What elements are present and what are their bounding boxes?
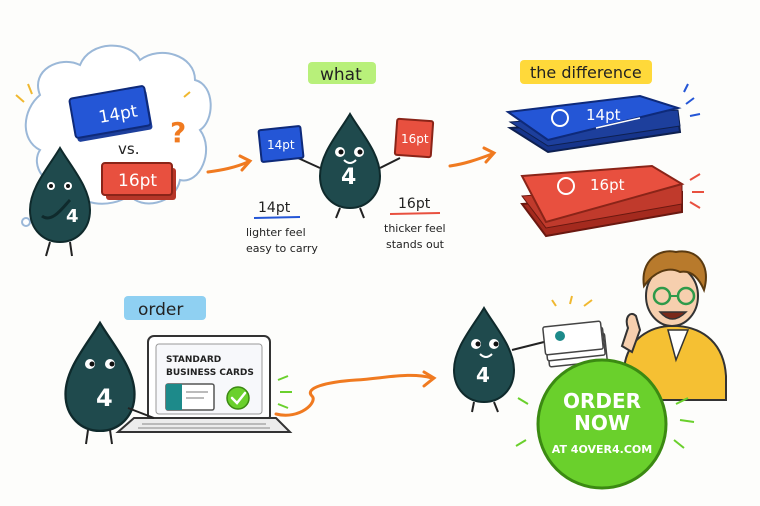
bubble-card-14pt [68, 85, 153, 142]
bubble-card-16pt-label: 16pt [118, 171, 157, 191]
mascot-giving-cards [453, 307, 545, 413]
what-right-line2: stands out [386, 238, 445, 251]
mascot-holding-number: 4 [341, 165, 356, 190]
screen-line-1: STANDARD [166, 355, 221, 365]
what-left-title: 14pt [258, 200, 291, 216]
mascot-thinking [29, 147, 91, 257]
blue-stack-label: 14pt [586, 106, 621, 124]
cta-line-1: ORDER [563, 389, 641, 413]
cta-line-3: AT 4OVER4.COM [552, 443, 652, 456]
order-now-button[interactable] [536, 358, 668, 490]
what-right-line1: thicker feel [384, 222, 446, 235]
arrow-1 [206, 160, 250, 174]
mascot-typing [64, 321, 155, 445]
what-card-14pt [257, 125, 305, 163]
mascot-thinking-number: 4 [66, 206, 79, 227]
what-left-underline [253, 216, 301, 219]
what-heading: what [320, 65, 362, 85]
mascot-giving-number: 4 [476, 363, 490, 387]
what-highlight [308, 62, 376, 84]
question-mark: ? [170, 116, 186, 149]
what-left-line2: easy to carry [246, 242, 318, 255]
arrow-squiggle [274, 373, 434, 417]
what-left-line1: lighter feel [246, 226, 306, 239]
laptop-sparks [277, 375, 292, 409]
cta-sparks [515, 397, 695, 449]
bubble-card-16pt [101, 162, 176, 200]
red-stack-sparks [689, 173, 704, 209]
screen-card-preview [165, 383, 215, 411]
card-sparks [551, 295, 593, 307]
arrow-2 [448, 152, 494, 168]
happy-person [620, 250, 727, 401]
what-card-14pt-label: 14pt [267, 138, 295, 152]
spark-lines-left [15, 83, 191, 103]
screen-line-2: BUSINESS CARDS [166, 368, 254, 378]
red-card-stack [520, 164, 685, 238]
order-heading: order [138, 300, 183, 320]
what-right-title: 16pt [398, 196, 431, 212]
checkmark-icon [226, 386, 250, 410]
mascot-holding-cards [297, 113, 401, 219]
blue-card-stack [505, 94, 682, 154]
blue-stack-sparks [683, 83, 701, 117]
mascot-typing-number: 4 [96, 384, 113, 412]
what-card-16pt-label: 16pt [401, 132, 429, 146]
bubble-vs-text: vs. [118, 140, 139, 158]
what-card-16pt [393, 117, 435, 159]
what-right-underline [389, 212, 441, 215]
difference-heading: the difference [530, 63, 642, 82]
difference-highlight [520, 60, 652, 84]
red-stack-label: 16pt [590, 176, 625, 194]
handed-card-stack [542, 320, 608, 368]
cta-line-2: NOW [574, 411, 630, 435]
order-highlight [124, 296, 206, 320]
